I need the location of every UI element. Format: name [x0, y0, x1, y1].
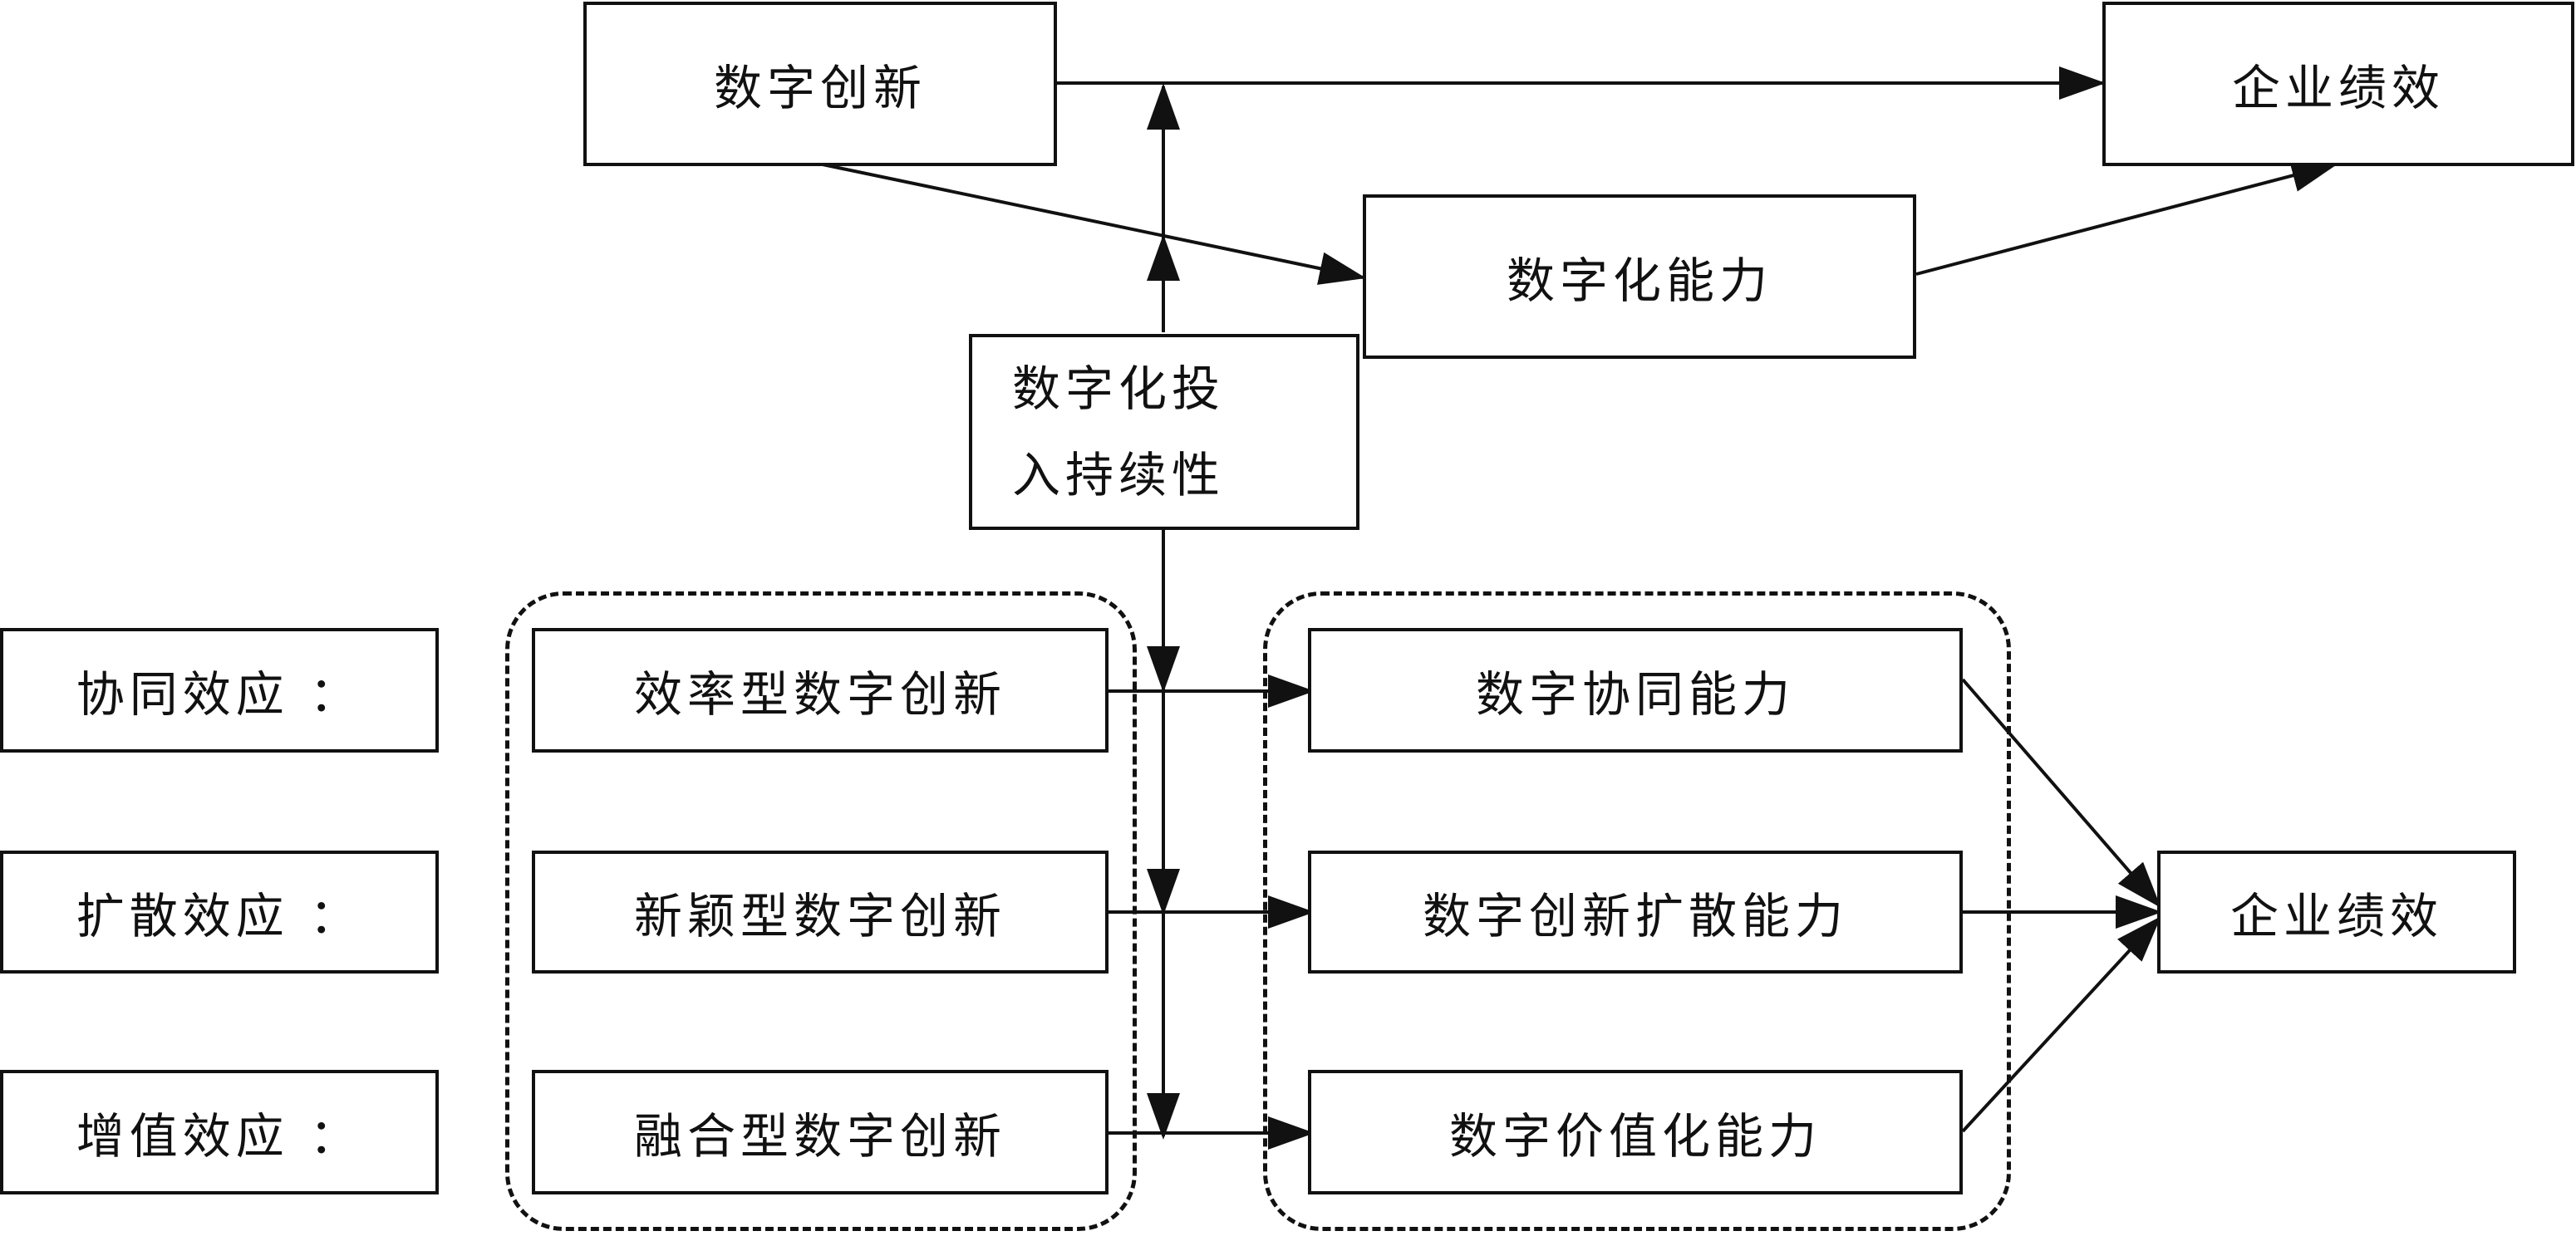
arrow-value-to-performance	[1961, 916, 2161, 1133]
investment-line-1: 数字化投	[1012, 360, 1226, 417]
digital-value-capability-box: 数字价值化能力	[1308, 1070, 1963, 1194]
arrow-synergy-to-performance	[1961, 678, 2161, 909]
value-added-effect-label: 增值效应 ：	[0, 1070, 439, 1194]
firm-performance-bottom-box: 企业绩效	[2157, 851, 2516, 974]
arrow-innovation-to-capability	[822, 163, 1366, 285]
capabilities-group	[1263, 591, 2011, 1231]
efficiency-innovation-box: 效率型数字创新	[532, 628, 1109, 753]
arrow-capability-to-performance	[1915, 159, 2338, 276]
synergy-effect-label: 协同效应 ：	[0, 628, 439, 753]
digital-synergy-capability-box: 数字协同能力	[1308, 628, 1963, 753]
diffusion-effect-label: 扩散效应 ：	[0, 851, 439, 974]
novelty-innovation-box: 新颖型数字创新	[532, 851, 1109, 974]
investment-line-2: 入持续性	[1012, 447, 1226, 503]
firm-performance-top-box: 企业绩效	[2102, 2, 2574, 166]
integration-innovation-box: 融合型数字创新	[532, 1070, 1109, 1194]
digital-capability-box: 数字化能力	[1363, 194, 1916, 359]
innovation-types-group	[505, 591, 1137, 1231]
innovation-diffusion-capability-box: 数字创新扩散能力	[1308, 851, 1963, 974]
investment-sustainability-box: 数字化投 入持续性	[969, 334, 1359, 530]
digital-innovation-box: 数字创新	[583, 2, 1057, 166]
